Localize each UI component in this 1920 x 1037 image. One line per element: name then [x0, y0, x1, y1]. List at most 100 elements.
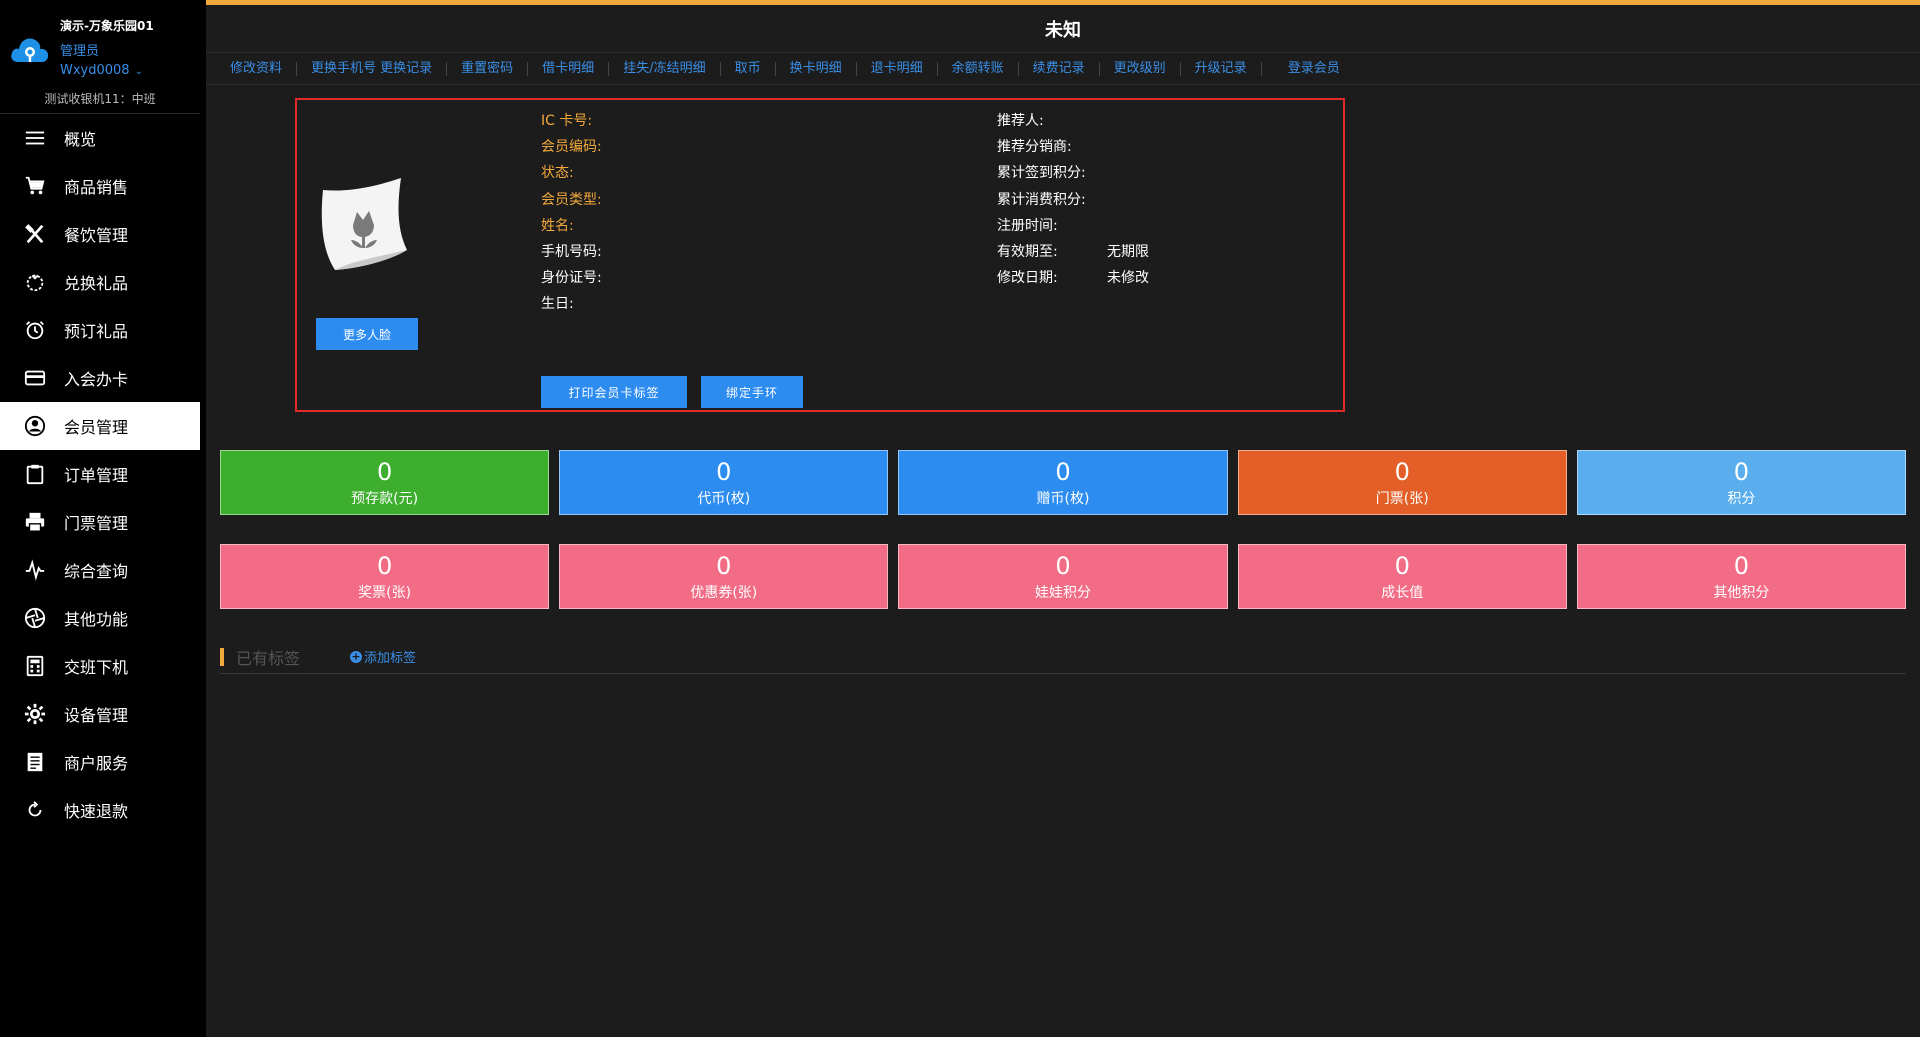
stat-value: 0 [1733, 551, 1750, 580]
sidebar-item-2[interactable]: 餐饮管理 [0, 210, 200, 258]
member-info-panel: 更多人脸 IC 卡号:会员编码:状态:会员类型:姓名:手机号码:身份证号:生日:… [295, 98, 1345, 412]
sidebar-item-9[interactable]: 综合查询 [0, 546, 200, 594]
member-field: 推荐人: [997, 110, 1044, 130]
stat-card[interactable]: 0 积分 [1576, 450, 1907, 515]
tab-3[interactable]: 借卡明细 [528, 61, 610, 76]
stat-value: 0 [716, 551, 732, 580]
field-label: 生日: [541, 296, 574, 313]
sidebar-item-label: 入会办卡 [64, 370, 129, 389]
sidebar-item-14[interactable]: 快速退款 [0, 786, 200, 834]
tab-6[interactable]: 换卡明细 [776, 61, 857, 76]
tab-4[interactable]: 挂失/冻结明细 [609, 61, 721, 76]
sidebar-item-10[interactable]: 其他功能 [0, 594, 200, 642]
stat-label: 娃娃积分 [1035, 584, 1091, 601]
more-faces-button[interactable]: 更多人脸 [316, 318, 418, 350]
sidebar-nav: 概览商品销售餐饮管理兑换礼品预订礼品入会办卡会员管理订单管理门票管理综合查询其他… [0, 114, 200, 834]
stat-value: 0 [1055, 551, 1071, 580]
user-dropdown[interactable]: Wxyd0008⌄ [60, 63, 143, 78]
sidebar-item-4[interactable]: 预订礼品 [0, 306, 200, 354]
fork-knife-icon [22, 221, 48, 247]
sidebar-item-label: 餐饮管理 [64, 226, 129, 245]
stat-value: 0 [1394, 457, 1410, 486]
cloud-logo-icon [11, 38, 49, 62]
page-title: 未知 [206, 5, 1920, 53]
sidebar-item-0[interactable]: 概览 [0, 114, 200, 162]
menu-icon [22, 125, 48, 151]
stat-value: 0 [376, 551, 393, 580]
device-shift: 测试收银机11：中班 [44, 92, 156, 106]
printer-icon [22, 509, 48, 535]
print-card-label-button[interactable]: 打印会员卡标签 [541, 376, 687, 408]
stat-label: 成长值 [1381, 584, 1424, 601]
tab-1[interactable]: 更换手机号 更换记录 [297, 61, 448, 76]
user-name: Wxyd0008 [60, 63, 130, 78]
add-tag-label: 添加标签 [364, 651, 417, 666]
tab-9[interactable]: 续费记录 [1019, 61, 1100, 76]
sidebar-item-label: 商品销售 [64, 178, 129, 197]
sidebar-item-12[interactable]: 设备管理 [0, 690, 200, 738]
stat-label: 积分 [1727, 490, 1756, 507]
stat-label: 赠币(枚) [1036, 490, 1090, 507]
sidebar-item-label: 交班下机 [64, 658, 129, 677]
sidebar-item-1[interactable]: 商品销售 [0, 162, 200, 210]
field-label: 状态: [541, 165, 574, 182]
sidebar-item-3[interactable]: 兑换礼品 [0, 258, 200, 306]
stat-label: 代币(枚) [697, 490, 751, 507]
user-circle-icon [22, 413, 48, 439]
member-field: 身份证号: [541, 267, 602, 287]
alarm-clock-icon [22, 317, 48, 343]
sidebar-item-11[interactable]: 交班下机 [0, 642, 200, 690]
tab-10[interactable]: 更改级别 [1100, 61, 1181, 76]
member-field: 累计消费积分: [997, 189, 1086, 209]
sidebar-item-label: 概览 [64, 130, 97, 149]
sidebar-item-6[interactable]: 会员管理 [0, 402, 200, 450]
field-label: 会员类型: [541, 191, 602, 208]
tab-7[interactable]: 退卡明细 [857, 61, 938, 76]
sidebar-item-label: 综合查询 [64, 562, 129, 581]
member-field: 手机号码: [541, 241, 602, 261]
store-name: 演示-万象乐园01 [60, 19, 154, 33]
refresh-icon [22, 797, 48, 823]
tab-2[interactable]: 重置密码 [447, 61, 529, 76]
field-label: 推荐人: [997, 113, 1044, 129]
sidebar-item-label: 预订礼品 [64, 322, 129, 341]
tab-11[interactable]: 升级记录 [1181, 61, 1262, 76]
member-field: 会员编码: [541, 136, 602, 156]
sidebar-item-8[interactable]: 门票管理 [0, 498, 200, 546]
field-value: 未修改 [1107, 270, 1149, 287]
stat-value: 0 [1733, 457, 1750, 486]
stat-card[interactable]: 0 优惠券(张) [559, 544, 889, 609]
field-label: IC 卡号: [541, 113, 593, 129]
stat-value: 0 [376, 457, 393, 486]
tab-5[interactable]: 取币 [721, 61, 776, 76]
sidebar-item-5[interactable]: 入会办卡 [0, 354, 200, 402]
field-value: 无期限 [1107, 244, 1149, 260]
field-label: 手机号码: [541, 244, 602, 260]
add-tag-button[interactable]: + 添加标签 [350, 647, 416, 666]
calculator-icon [22, 653, 48, 679]
sidebar-item-label: 商户服务 [64, 754, 129, 773]
sidebar-item-7[interactable]: 订单管理 [0, 450, 200, 498]
stat-label: 优惠券(张) [690, 584, 758, 601]
field-label: 推荐分销商: [997, 139, 1072, 156]
member-field: 状态: [541, 162, 574, 182]
sidebar-item-13[interactable]: 商户服务 [0, 738, 200, 786]
tab-12[interactable]: 登录会员 [1287, 60, 1340, 76]
user-role: 管理员 [60, 44, 100, 59]
field-label: 有效期至: [997, 244, 1058, 260]
bind-wristband-button[interactable]: 绑定手环 [701, 376, 803, 408]
member-field: 修改日期:未修改 [997, 267, 1149, 287]
action-tabs: 修改资料更换手机号 更换记录重置密码借卡明细挂失/冻结明细取币换卡明细退卡明细余… [206, 53, 1920, 85]
tab-8[interactable]: 余额转账 [938, 61, 1019, 76]
stat-card[interactable]: 0 娃娃积分 [898, 544, 1228, 609]
sidebar-item-label: 订单管理 [64, 466, 129, 485]
tab-0[interactable]: 修改资料 [216, 61, 298, 76]
